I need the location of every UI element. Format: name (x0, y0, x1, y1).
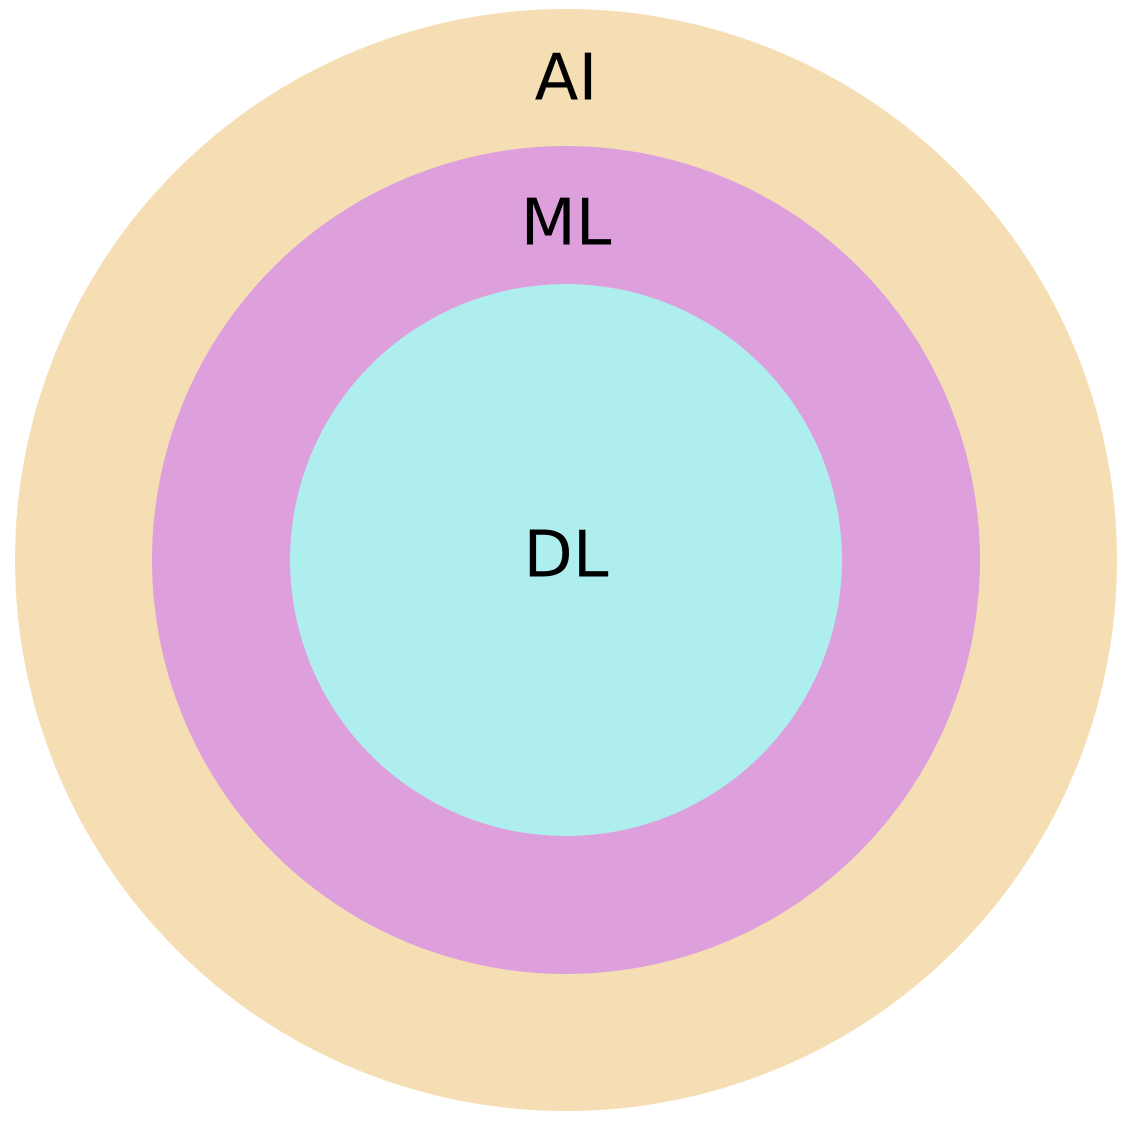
dl-circle (290, 284, 842, 836)
ml-label: ML (521, 187, 612, 261)
ai-label: AI (535, 42, 598, 116)
dl-label: DL (524, 519, 609, 593)
